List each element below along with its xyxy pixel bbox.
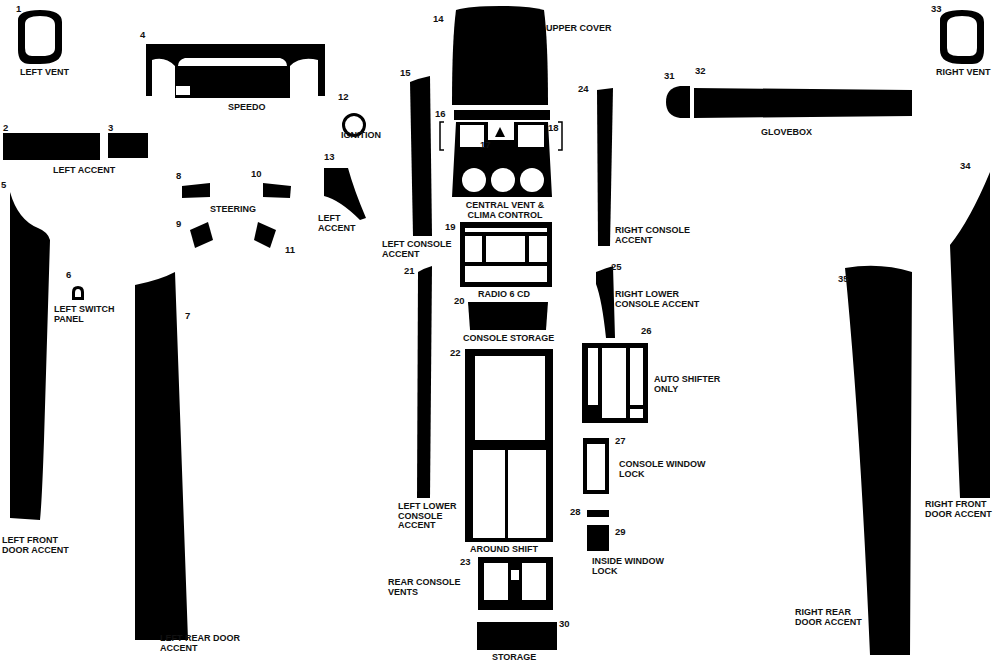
part-label: REAR CONSOLE VENTS <box>388 578 468 597</box>
part-label: RADIO 6 CD <box>478 290 530 300</box>
callout-number: 4 <box>140 30 145 40</box>
callout-number: 12 <box>338 92 349 102</box>
callout-number: 20 <box>454 296 465 306</box>
callout-number: 19 <box>445 222 456 232</box>
part-label: LEFT ACCENT <box>53 166 115 176</box>
callout-number: 7 <box>185 311 190 321</box>
part-label: AROUND SHIFT <box>470 545 538 555</box>
part-label: UPPER COVER <box>546 24 612 34</box>
callout-number: 3 <box>108 123 113 133</box>
part-label: RIGHT REAR DOOR ACCENT <box>795 608 875 627</box>
callout-number: 25 <box>611 262 622 272</box>
callout-number: 29 <box>615 527 626 537</box>
part-label: LEFT LOWER CONSOLE ACCENT <box>398 502 468 531</box>
callout-number: 34 <box>960 161 971 171</box>
callout-number: 24 <box>578 84 589 94</box>
part-label: STEERING <box>210 205 256 215</box>
callout-number: 33 <box>931 4 942 14</box>
part-label: RIGHT FRONT DOOR ACCENT <box>925 500 997 519</box>
callout-number: 31 <box>664 71 675 81</box>
callout-number: 10 <box>251 169 262 179</box>
callout-number: 35 <box>838 274 849 284</box>
callout-number: 21 <box>404 266 415 276</box>
part-label: LEFT FRONT DOOR ACCENT <box>2 536 82 555</box>
callout-number: 32 <box>695 66 706 76</box>
part-label: STORAGE <box>492 653 536 663</box>
callout-number: 13 <box>324 152 335 162</box>
callout-number: 30 <box>559 619 570 629</box>
part-label: CENTRAL VENT & CLIMA CONTROL <box>455 201 555 220</box>
part-label: INSIDE WINDOW LOCK <box>592 557 684 576</box>
callout-number: 18 <box>548 123 559 133</box>
callout-number: 14 <box>433 14 444 24</box>
callout-number: 2 <box>3 123 8 133</box>
callout-number: 1 <box>16 4 21 14</box>
callout-number: 6 <box>66 270 71 280</box>
part-label: LEFT REAR DOOR ACCENT <box>160 634 240 653</box>
callout-number: 15 <box>400 68 411 78</box>
part-label: RIGHT VENT <box>936 68 991 78</box>
part-label: LEFT VENT <box>20 68 69 78</box>
part-label: LEFT CONSOLE ACCENT <box>382 240 462 259</box>
callout-number: 22 <box>450 348 461 358</box>
callout-number: 23 <box>460 557 471 567</box>
callout-number: 28 <box>570 507 581 517</box>
part-label: LEFT SWITCH PANEL <box>54 305 129 324</box>
part-label: RIGHT LOWER CONSOLE ACCENT <box>615 290 715 309</box>
part-label: IGNITION <box>341 131 381 141</box>
callout-number: 26 <box>641 326 652 336</box>
part-label: GLOVEBOX <box>761 128 812 138</box>
callout-number: 17 <box>480 140 491 150</box>
part-label: SPEEDO <box>228 103 266 113</box>
callout-number: 16 <box>435 109 446 119</box>
part-label: AUTO SHIFTER ONLY <box>654 375 739 394</box>
callout-number: 5 <box>1 180 6 190</box>
callout-number: 11 <box>285 245 295 255</box>
callout-number: 9 <box>176 219 181 229</box>
part-label: LEFT ACCENT <box>318 214 363 233</box>
callout-number: 8 <box>176 171 181 181</box>
part-label: CONSOLE STORAGE <box>463 334 554 344</box>
part-label: CONSOLE WINDOW LOCK <box>619 460 719 479</box>
part-label: RIGHT CONSOLE ACCENT <box>615 226 710 245</box>
callout-number: 27 <box>615 436 626 446</box>
